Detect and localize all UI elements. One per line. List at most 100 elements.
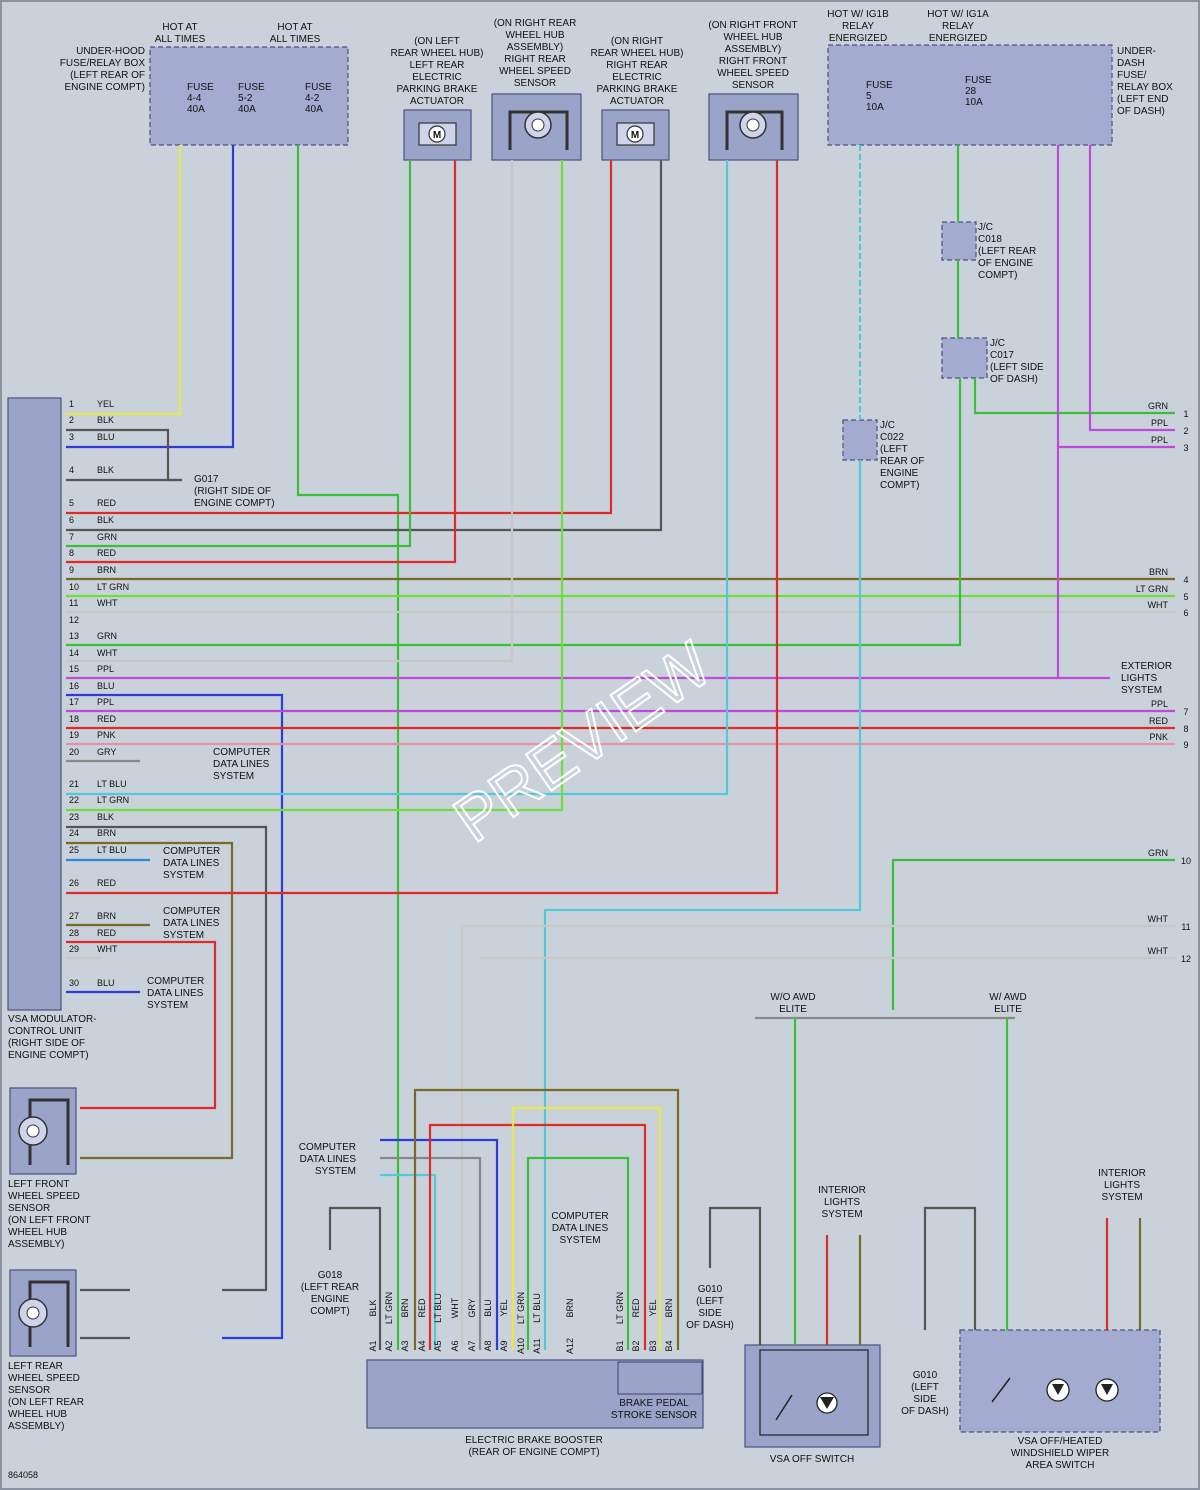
right-edge-terminal: 8: [1183, 724, 1188, 734]
right-edge-terminal: 9: [1183, 740, 1188, 750]
vsa-pin-wire-color: LT BLU: [97, 779, 127, 789]
right-edge-terminal: 6: [1183, 608, 1188, 618]
booster-pin: B3: [648, 1340, 658, 1351]
booster-pin: B1: [615, 1340, 625, 1351]
right-edge-terminal: 5: [1183, 592, 1188, 602]
vsa-pin-wire-color: BRN: [97, 911, 116, 921]
booster-pin: A10: [516, 1338, 526, 1354]
vsa-pin-number: 30: [69, 978, 79, 988]
booster-wire-color: LT BLU: [532, 1293, 542, 1323]
vsa-pin-wire-color: WHT: [97, 944, 118, 954]
booster-wire-color: BRN: [400, 1298, 410, 1317]
vsa-pin-number: 2: [69, 415, 74, 425]
vsa-pin-number: 9: [69, 565, 74, 575]
booster-wire-color: LT GRN: [615, 1292, 625, 1324]
rr-speed-sensor: [491, 93, 582, 161]
booster-pin: A11: [532, 1338, 542, 1353]
right-edge-terminal: 1: [1183, 409, 1188, 419]
vsa-pin-wire-color: PPL: [97, 664, 114, 674]
booster-pin: A12: [565, 1338, 575, 1354]
vsa-pin-number: 24: [69, 828, 79, 838]
right-edge-terminal: 3: [1183, 443, 1188, 453]
vsa-pin-wire-color: RED: [97, 928, 117, 938]
vsa-pin-wire-color: BLK: [97, 415, 114, 425]
vsa-pin-number: 1: [69, 399, 74, 409]
vsa-pin-wire-color: WHT: [97, 648, 118, 658]
lf-speed-sensor: [9, 1087, 77, 1175]
vsa-pin-wire-color: RED: [97, 548, 117, 558]
vsa-pin-number: 22: [69, 795, 79, 805]
right-edge-wire-color: RED: [1149, 716, 1169, 726]
vsa-pin-number: 4: [69, 465, 74, 475]
booster-wire-color: BLK: [368, 1299, 378, 1316]
vsa-pin-wire-color: PPL: [97, 697, 114, 707]
vsa-pin-number: 3: [69, 432, 74, 442]
vsa-pin-wire-color: RED: [97, 878, 117, 888]
svg-text:M: M: [631, 130, 639, 141]
right-edge-terminal: 7: [1183, 707, 1188, 717]
booster-pin: A6: [450, 1340, 460, 1351]
jc-c018: [941, 221, 977, 261]
vsa-modulator-unit: [7, 397, 62, 1011]
vsa-pin-wire-color: WHT: [97, 598, 118, 608]
right-edge-wire-color: PNK: [1149, 732, 1168, 742]
right-edge-terminal: 12: [1181, 954, 1191, 964]
right-edge-wire-color: WHT: [1148, 946, 1169, 956]
right-edge-wire-color: PPL: [1151, 435, 1168, 445]
vsa-pin-wire-color: PNK: [97, 730, 116, 740]
vsa-pin-wire-color: GRY: [97, 747, 116, 757]
vsa-pin-wire-color: BLK: [97, 812, 114, 822]
booster-wire-color: WHT: [450, 1297, 460, 1318]
vsa-pin-number: 14: [69, 648, 79, 658]
vsa-pin-number: 26: [69, 878, 79, 888]
vsa-pin-number: 13: [69, 631, 79, 641]
vsa-pin-wire-color: BLU: [97, 681, 115, 691]
booster-wire-color: LT GRN: [516, 1292, 526, 1324]
booster-pin: B4: [664, 1340, 674, 1351]
booster-pin: A7: [467, 1340, 477, 1351]
booster-pin: A9: [499, 1340, 509, 1351]
booster-pin: B2: [631, 1340, 641, 1351]
lr-brake-actuator: M: [403, 109, 472, 161]
right-edge-wire-color: PPL: [1151, 418, 1168, 428]
rf-speed-sensor: [708, 93, 799, 161]
right-edge-wire-color: LT GRN: [1136, 584, 1168, 594]
vsa-pin-number: 5: [69, 498, 74, 508]
jc-c022: [842, 419, 878, 461]
right-edge-wire-color: GRN: [1148, 848, 1168, 858]
booster-pin: A8: [483, 1340, 493, 1351]
vsa-pin-wire-color: BLU: [97, 432, 115, 442]
vsa-pin-number: 10: [69, 582, 79, 592]
right-edge-wire-color: BRN: [1149, 567, 1168, 577]
vsa-pin-number: 27: [69, 911, 79, 921]
vsa-pin-number: 8: [69, 548, 74, 558]
vsa-pin-wire-color: RED: [97, 498, 117, 508]
